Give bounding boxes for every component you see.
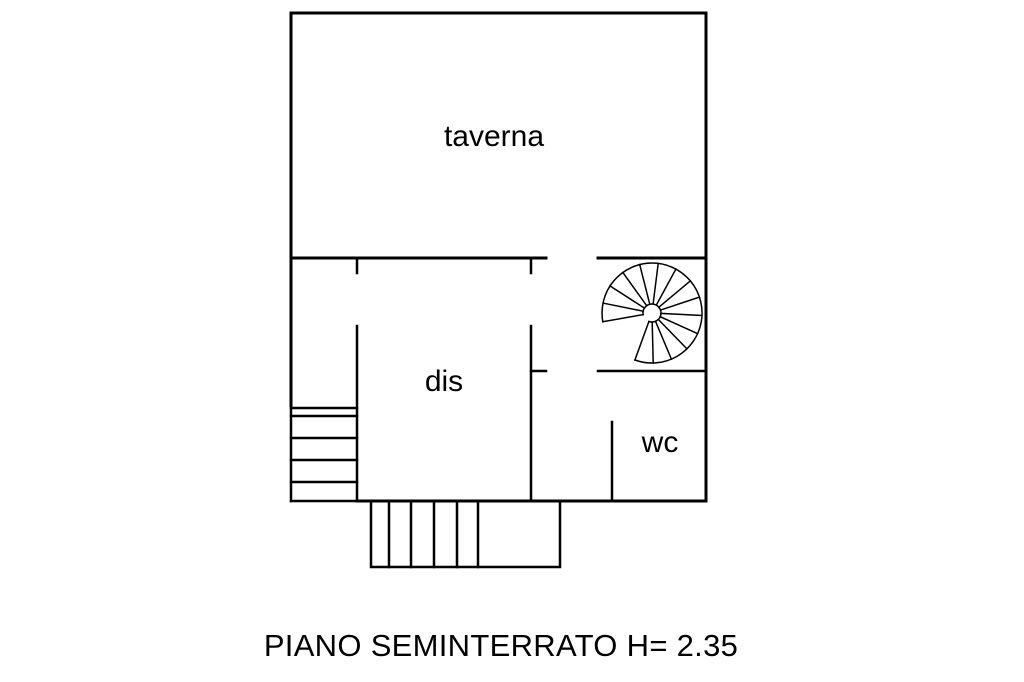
left-staircase bbox=[289, 403, 359, 503]
floor-caption: PIANO SEMINTERRATO H= 2.35 bbox=[263, 628, 739, 663]
entrance-steps bbox=[369, 499, 562, 569]
spiral-staircase bbox=[601, 262, 703, 364]
exterior-walls bbox=[289, 11, 708, 503]
room-label-dis: dis bbox=[425, 365, 463, 398]
room-label-taverna: taverna bbox=[444, 120, 544, 153]
interior-partitions bbox=[355, 256, 708, 503]
room-label-wc: wc bbox=[641, 426, 679, 459]
